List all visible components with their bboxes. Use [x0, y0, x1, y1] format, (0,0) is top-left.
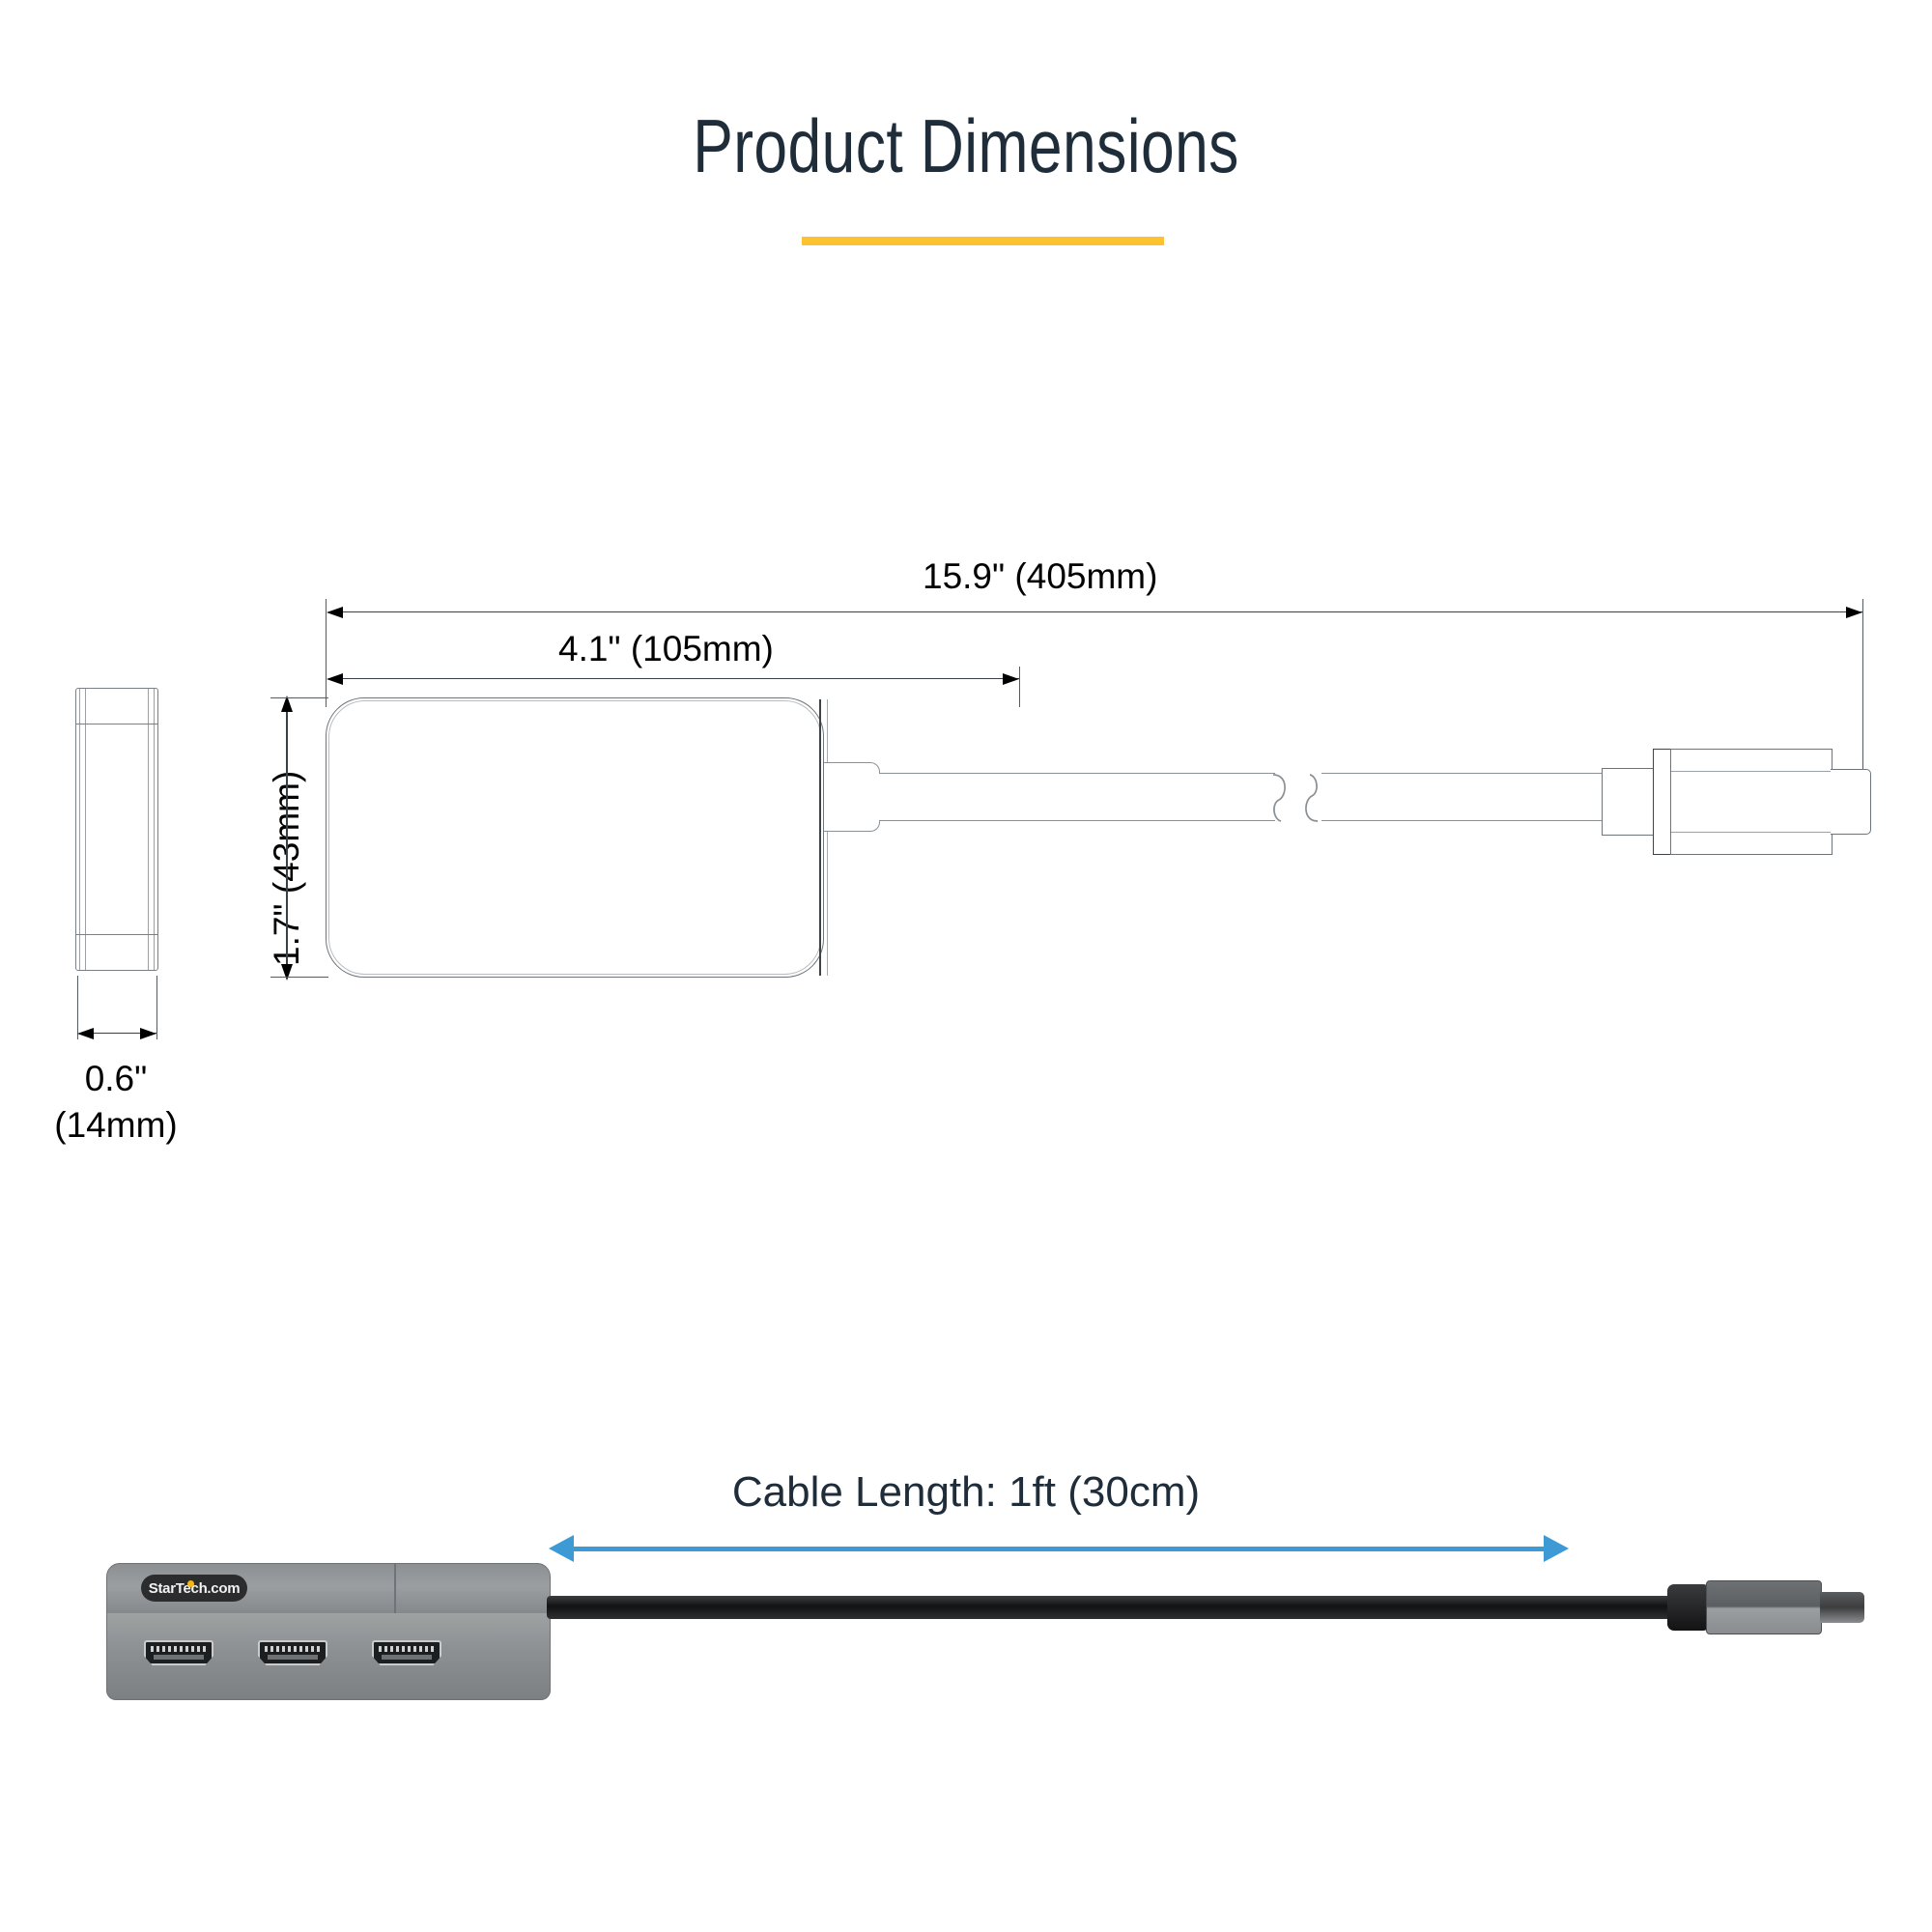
side-view-seam-bottom — [76, 934, 157, 935]
dimension-label-thickness-mm: (14mm) — [54, 1105, 178, 1145]
dimension-arrow-overall-left — [327, 607, 343, 618]
witness-line-depth-bottom — [270, 977, 328, 979]
witness-line-depth-top — [270, 697, 328, 699]
usbc-strain-relief-outline — [1602, 768, 1656, 836]
hdmi-port-1-lip — [154, 1655, 204, 1660]
hdmi-port-3-pins — [379, 1646, 435, 1652]
dimension-line-thickness — [79, 1033, 156, 1035]
hdmi-port-1 — [144, 1640, 213, 1665]
witness-line-thickness-right — [156, 976, 158, 1039]
cable-strain-relief-outline — [824, 762, 880, 832]
body-outline-inner-trace — [328, 700, 821, 975]
photo-usbc-strain-relief — [1667, 1584, 1710, 1631]
dimension-line-body-depth — [286, 697, 288, 978]
body-panel-divider-highlight — [827, 699, 828, 976]
witness-line-overall-right — [1862, 599, 1864, 797]
dimension-arrow-overall-right — [1846, 607, 1862, 618]
startech-logo-text: StarTech.com — [148, 1579, 241, 1597]
hdmi-port-2-pins — [265, 1646, 321, 1652]
photo-cable — [547, 1596, 1679, 1619]
usbc-shell-line-top — [1671, 771, 1832, 772]
side-view-edge-left — [79, 689, 86, 970]
dimension-arrow-width-right — [1003, 673, 1019, 685]
hdmi-port-2 — [258, 1640, 327, 1665]
cable-length-arrow-right — [1544, 1535, 1569, 1562]
dimension-arrow-depth-top — [281, 696, 293, 712]
side-view-edge-right — [148, 689, 155, 970]
cable-break-symbol — [1272, 774, 1319, 822]
hdmi-port-2-lip — [268, 1655, 318, 1660]
body-top-view-outline — [326, 697, 824, 978]
dimension-line-overall-length — [328, 611, 1862, 613]
cable-segment-left — [879, 773, 1275, 821]
photo-usbc-plug-tip — [1820, 1592, 1864, 1623]
hub-photo-body: StarTech.com — [106, 1563, 551, 1700]
witness-line-width-left — [326, 639, 327, 707]
dimension-label-body-width: 4.1" (105mm) — [558, 629, 774, 668]
hdmi-port-3 — [372, 1640, 441, 1665]
startech-logo-badge: StarTech.com — [141, 1575, 247, 1602]
hub-top-seam — [394, 1564, 396, 1614]
cable-segment-right — [1321, 773, 1605, 821]
side-view-outline — [75, 688, 158, 971]
usbc-shell-outline — [1670, 749, 1833, 855]
cable-length-arrow-left — [549, 1535, 574, 1562]
body-panel-divider — [819, 699, 821, 976]
startech-logo-accent-dot — [187, 1580, 194, 1587]
hdmi-port-3-lip — [382, 1655, 432, 1660]
page-title: Product Dimensions — [693, 103, 1239, 188]
dimension-arrow-width-left — [327, 673, 343, 685]
witness-line-thickness-left — [77, 976, 79, 1039]
dimension-label-overall-length: 15.9" (405mm) — [923, 556, 1158, 596]
title-underline-accent — [802, 237, 1164, 245]
hdmi-port-1-pins — [151, 1646, 207, 1652]
hub-front-face — [106, 1613, 551, 1700]
witness-line-width-right — [1019, 667, 1021, 707]
cable-length-label: Cable Length: 1ft (30cm) — [731, 1468, 1201, 1516]
cable-length-arrow-line — [570, 1547, 1546, 1551]
usbc-tip-outline — [1831, 769, 1871, 835]
photo-usbc-plug-shell — [1706, 1580, 1822, 1634]
dimension-arrow-depth-bottom — [281, 964, 293, 980]
usbc-collar-outline — [1653, 749, 1672, 855]
dimension-label-thickness-inches: 0.6" — [84, 1059, 148, 1098]
dimension-line-body-width — [328, 678, 1019, 680]
dimension-arrow-thickness-right — [140, 1028, 156, 1039]
usbc-shell-line-bottom — [1671, 832, 1832, 833]
dimension-arrow-thickness-left — [77, 1028, 94, 1039]
